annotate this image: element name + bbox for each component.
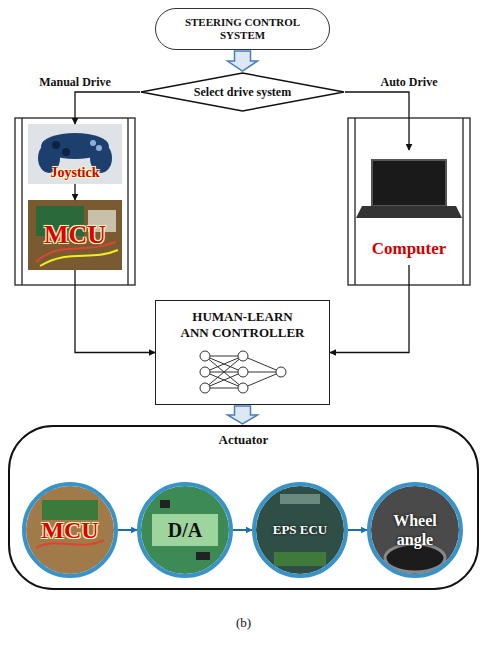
laptop-picture (356, 160, 462, 218)
edge-label: Auto Drive (379, 75, 440, 89)
joystick-photo (28, 124, 122, 184)
flow-connector (330, 265, 409, 353)
eps-ecu-photo (256, 486, 344, 574)
wheel-photo (371, 486, 459, 574)
node-text: Actuator (219, 432, 269, 448)
flow-block-arrow (228, 406, 258, 424)
node-text: Wheel angle (385, 511, 445, 549)
mcu-photo (28, 200, 122, 270)
flow-connector (348, 529, 367, 531)
edge-label: Manual Drive (37, 75, 113, 89)
flow-connector (345, 92, 409, 150)
mcu-board-photo (26, 486, 114, 574)
flow-block-arrow (228, 51, 258, 71)
mcu-image: MCU (28, 200, 122, 270)
node-text: MCU (41, 516, 98, 545)
computer-image: Computer (358, 150, 460, 265)
node-text: Computer (372, 239, 447, 259)
da-circle: D/A (137, 482, 233, 578)
flow-connector (118, 529, 137, 531)
decision-diamond: Select drive system (140, 72, 345, 112)
neural-network-icon (200, 351, 286, 393)
manual-panel-frame (15, 118, 135, 285)
wheel-angle-circle: Wheel angle (367, 482, 463, 578)
node-text: STEERING CONTROL SYSTEM (182, 16, 304, 42)
node-text: Joystick (51, 165, 100, 182)
node-text: Select drive system (194, 85, 291, 99)
eps-ecu-circle: EPS ECU (252, 482, 348, 578)
figure-caption: (b) (0, 615, 487, 631)
flow-connector (74, 184, 75, 200)
da-board-photo (141, 486, 229, 574)
flow-connector (75, 92, 140, 124)
mcu-circle: MCU (22, 482, 118, 578)
ann-controller-box: HUMAN-LEARN ANN CONTROLLER (155, 300, 330, 405)
flow-connector (233, 529, 252, 531)
node-text: D/A (168, 518, 202, 542)
flow-connector (75, 270, 155, 353)
actuator-band: ActuatorMCU D/A EPS ECU Wheel angle (8, 425, 479, 590)
start-terminal: STEERING CONTROL SYSTEM (155, 8, 330, 50)
diamond-shape (141, 73, 344, 111)
joystick-image: Joystick (28, 124, 122, 184)
node-text: EPS ECU (273, 522, 328, 538)
node-text: HUMAN-LEARN ANN CONTROLLER (179, 309, 307, 341)
node-text: MCU (44, 219, 106, 250)
